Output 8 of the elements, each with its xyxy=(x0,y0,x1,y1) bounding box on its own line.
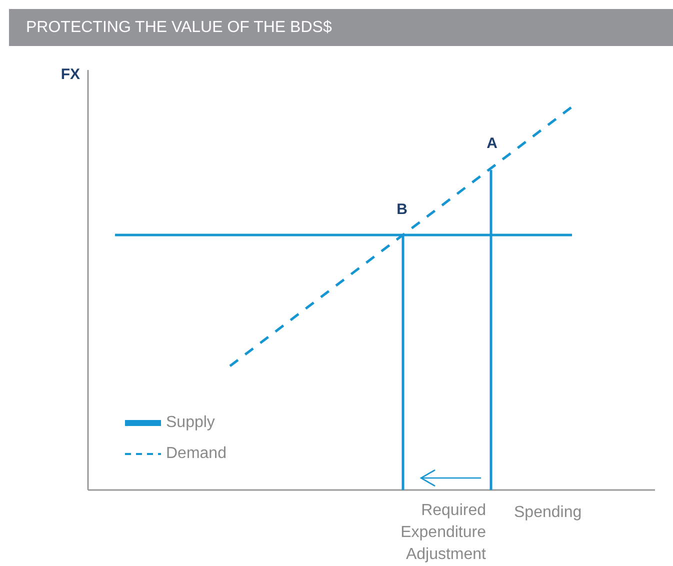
point-label: B xyxy=(396,200,408,220)
title: PROTECTING THE VALUE OF THE BDS$ xyxy=(26,18,332,38)
point-label: A xyxy=(486,134,498,154)
axis-label: FX xyxy=(60,65,80,85)
legend-label: Demand xyxy=(166,444,226,464)
axis-label: Required Expenditure Adjustment xyxy=(400,501,486,565)
legend-label: Supply xyxy=(166,413,215,433)
axis-label: Spending xyxy=(514,503,583,523)
